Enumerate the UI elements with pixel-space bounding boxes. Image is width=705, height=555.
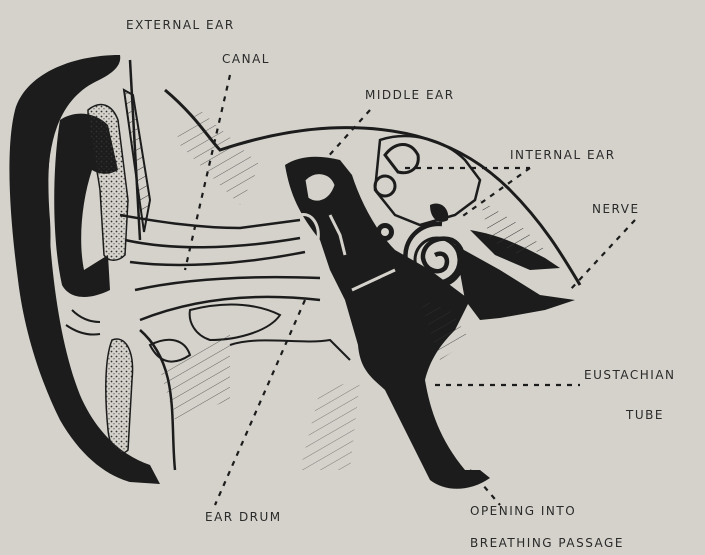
label-tube: Tube	[626, 408, 664, 422]
label-eustachian: Eustachian	[584, 368, 676, 382]
leader-middle-ear	[325, 110, 370, 160]
leader-nerve	[570, 220, 635, 290]
label-opening-into: Opening Into	[470, 504, 576, 518]
label-internal-ear: Internal Ear	[510, 148, 616, 162]
label-external-ear: External Ear	[126, 18, 235, 32]
label-nerve: Nerve	[592, 202, 640, 216]
label-breathing-passage: Breathing Passage	[470, 536, 624, 550]
label-middle-ear: Middle Ear	[365, 88, 455, 102]
label-ear-drum: Ear Drum	[205, 510, 282, 524]
auricle	[9, 55, 160, 484]
label-canal: Canal	[222, 52, 270, 66]
